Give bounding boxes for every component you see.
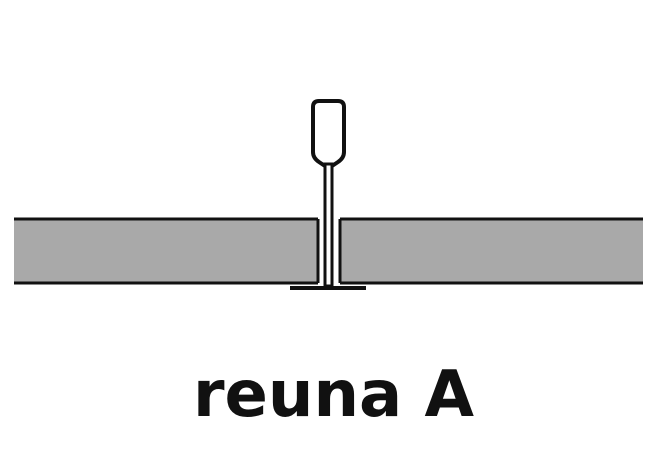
edge-type-caption: reuna A [0,350,667,440]
caption-letter: A [424,358,475,432]
caption-word: reuna [192,358,403,432]
t-profile-web [323,162,334,288]
right-ceiling-panel [340,219,643,282]
t-profile-bulb [311,99,346,168]
left-ceiling-panel [14,219,318,282]
